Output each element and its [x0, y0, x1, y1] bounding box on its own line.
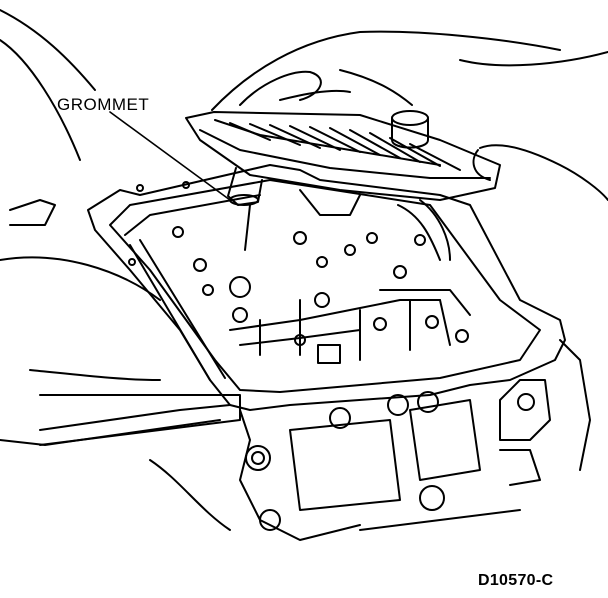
pan-flange: [87, 164, 566, 411]
lower-hand: [397, 144, 608, 261]
upper-hand: [211, 30, 608, 111]
grommet-leader-line: [109, 111, 231, 201]
grommet-label: GROMMET: [57, 95, 150, 114]
valve-body-bolts: [128, 181, 469, 346]
lower-case: [239, 339, 591, 541]
filter-assembly: [185, 110, 501, 251]
figure-id: D10570-C: [478, 572, 554, 589]
valve-body-channels: [229, 289, 471, 364]
